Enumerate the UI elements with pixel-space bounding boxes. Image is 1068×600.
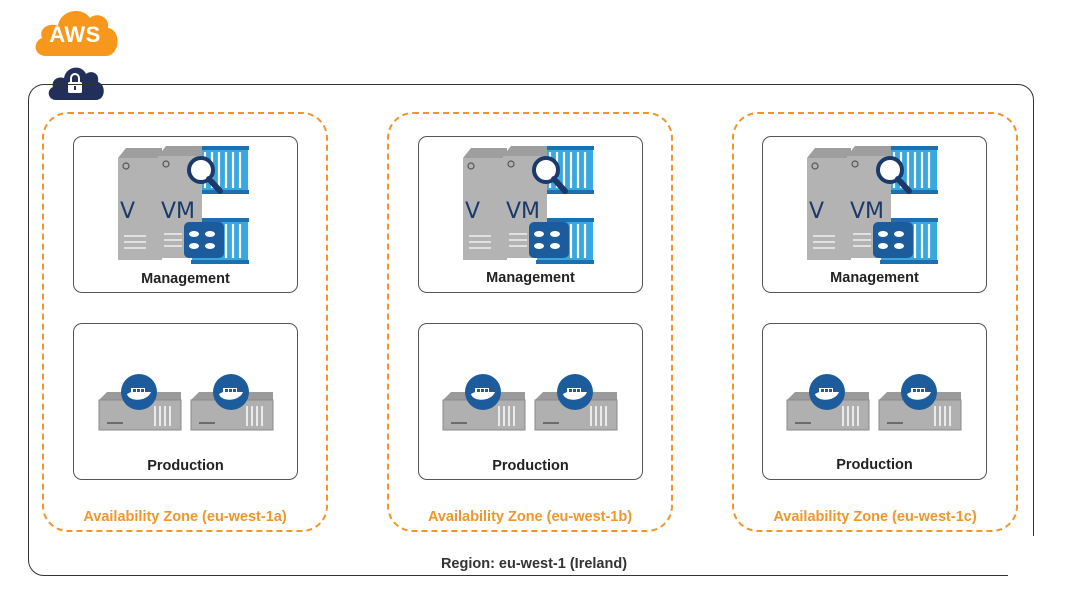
production-label: Production — [492, 458, 569, 474]
vm-server-group-icon: V VM — [463, 146, 594, 264]
management-label: Management — [141, 271, 230, 287]
docker-host-pair-icon — [98, 374, 274, 431]
svg-text:V: V — [465, 199, 480, 224]
svg-text:V: V — [120, 199, 135, 224]
availability-zone-a-label: Availability Zone (eu-west-1a) — [68, 509, 302, 525]
docker-host-icon — [98, 374, 182, 431]
management-label: Management — [830, 270, 919, 286]
docker-host-pair-icon — [442, 374, 618, 431]
vm-server-group-icon: V VM — [807, 146, 938, 264]
vm-server-back-icon: V — [118, 148, 162, 260]
magnifier-icon — [187, 156, 223, 194]
availability-zone-b — [387, 112, 673, 532]
svg-text:VM: VM — [850, 199, 884, 224]
production-label: Production — [147, 458, 224, 474]
availability-zone-b-label: Availability Zone (eu-west-1b) — [413, 509, 647, 525]
availability-zone-c-label: Availability Zone (eu-west-1c) — [758, 509, 992, 525]
availability-zone-a — [42, 112, 328, 532]
docker-host-pair-icon — [786, 374, 962, 431]
docker-swarm-badge-icon — [184, 222, 224, 258]
aws-cloud-logo — [35, 11, 118, 57]
aws-logo-text: AWS — [49, 22, 101, 47]
availability-zone-c — [732, 112, 1018, 532]
svg-text:VM: VM — [161, 199, 195, 224]
svg-text:VM: VM — [506, 199, 540, 224]
production-label: Production — [836, 457, 913, 473]
management-label: Management — [486, 270, 575, 286]
docker-host-icon — [190, 374, 274, 431]
region-container — [28, 84, 1034, 576]
vm-server-group-icon: V VM — [118, 146, 249, 264]
region-label: Region: eu-west-1 (Ireland) — [440, 556, 628, 572]
region-border-gap — [1008, 536, 1038, 580]
svg-text:V: V — [809, 199, 824, 224]
